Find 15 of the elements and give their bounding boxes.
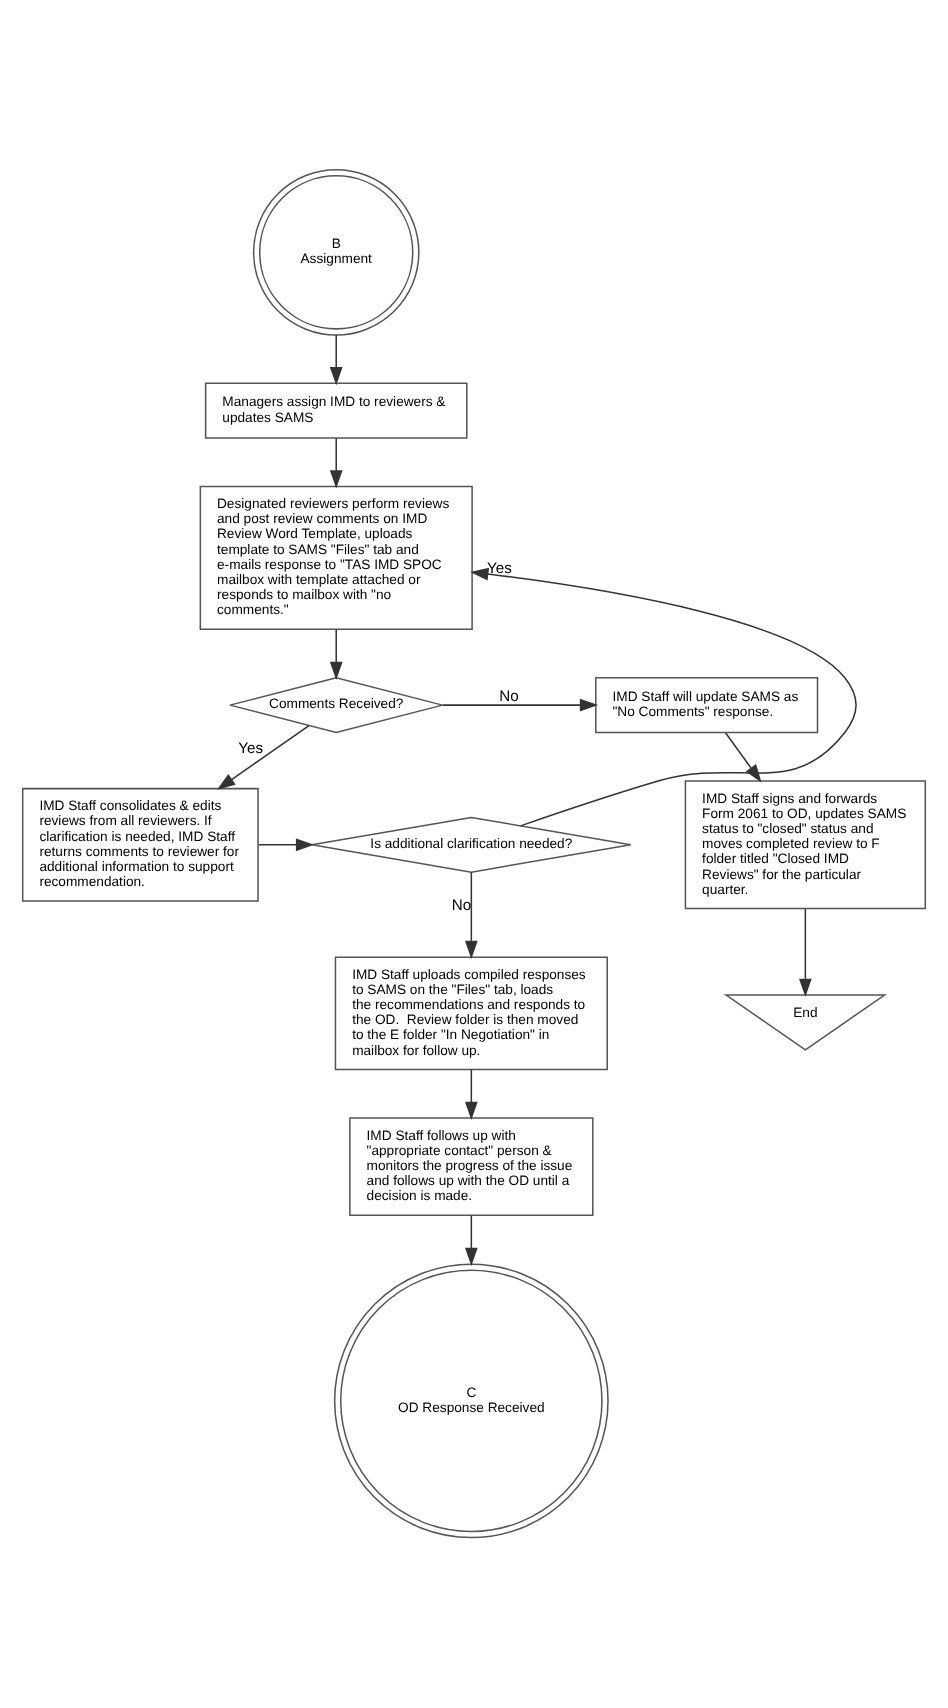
arrow: [464, 871, 478, 959]
arrow: [441, 698, 599, 712]
arrow: [257, 838, 315, 852]
arrow: [464, 1068, 478, 1120]
arrow: [329, 334, 343, 386]
edge-label: Yes: [487, 558, 512, 577]
arrow: [217, 724, 310, 790]
arrow: [329, 437, 343, 489]
arrow: [470, 567, 857, 827]
edge-label: Yes: [238, 738, 264, 757]
arrow: [329, 628, 343, 680]
arrow: [798, 908, 812, 997]
edge-label: No: [451, 895, 472, 914]
arrow: [464, 1214, 478, 1267]
edge-label: No: [499, 686, 519, 705]
